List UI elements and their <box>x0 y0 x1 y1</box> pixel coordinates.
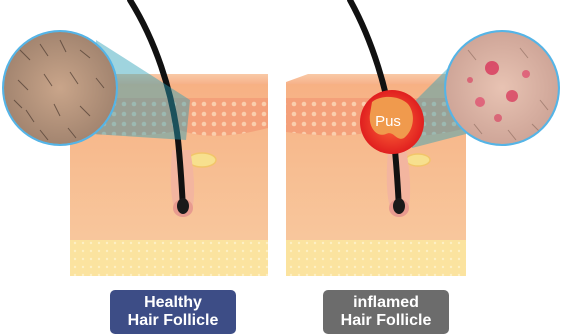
inflamed-magnified-skin <box>444 30 560 146</box>
pus-label: Pus <box>368 113 408 130</box>
inflamed-label-line2: Hair Follicle <box>323 312 449 330</box>
healthy-hair-follicle-label: Healthy Hair Follicle <box>110 290 236 334</box>
inflamed-label-line1: inflamed <box>323 294 449 312</box>
healthy-label-line2: Hair Follicle <box>110 312 236 330</box>
healthy-magnified-skin <box>2 30 118 146</box>
inflamed-hair-follicle-label: inflamed Hair Follicle <box>323 290 449 334</box>
healthy-label-line1: Healthy <box>110 294 236 312</box>
